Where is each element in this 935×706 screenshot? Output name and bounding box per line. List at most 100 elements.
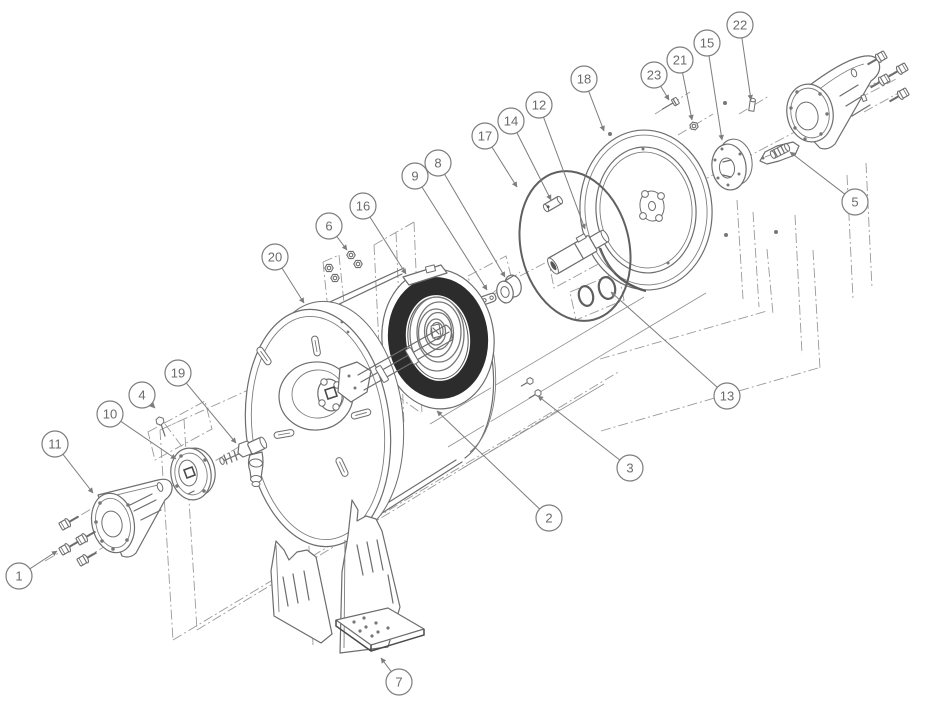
balloon-circle-12 bbox=[525, 91, 553, 119]
callout-7: 7 bbox=[380, 657, 413, 696]
balloon-number-23: 23 bbox=[647, 68, 661, 83]
callout-5: 5 bbox=[789, 151, 869, 216]
balloon-circle-21 bbox=[666, 46, 694, 74]
balloon-number-14: 14 bbox=[504, 114, 518, 129]
balloon-circle-13 bbox=[713, 382, 741, 410]
callout-17: 17 bbox=[471, 122, 518, 188]
part-oring-17 bbox=[518, 170, 632, 322]
leader-line-13 bbox=[610, 291, 718, 388]
balloon-circle-8 bbox=[424, 149, 452, 177]
balloon-circle-11 bbox=[41, 430, 69, 458]
balloon-circle-23 bbox=[640, 61, 668, 89]
balloon-circle-22 bbox=[726, 11, 754, 39]
balloon-number-20: 20 bbox=[268, 250, 282, 265]
balloon-circle-20 bbox=[261, 243, 289, 271]
balloon-number-8: 8 bbox=[434, 156, 441, 171]
balloon-number-7: 7 bbox=[395, 675, 402, 690]
part-bolt-4 bbox=[155, 416, 166, 437]
callout-12: 12 bbox=[525, 91, 586, 230]
balloon-circle-14 bbox=[497, 107, 525, 135]
part-orings-13 bbox=[577, 276, 617, 307]
leader-line-17 bbox=[491, 146, 518, 188]
leader-line-8 bbox=[444, 173, 506, 278]
callout-21: 21 bbox=[666, 46, 694, 121]
part-swivel-fitting-19 bbox=[219, 436, 268, 487]
balloon-circle-5 bbox=[841, 188, 869, 216]
balloon-circle-2 bbox=[535, 504, 563, 532]
leader-line-9 bbox=[421, 186, 488, 291]
balloon-number-1: 1 bbox=[15, 569, 22, 584]
balloon-circle-18 bbox=[570, 65, 598, 93]
callout-16: 16 bbox=[349, 192, 407, 275]
leader-line-23 bbox=[660, 85, 670, 101]
leader-line-22 bbox=[741, 37, 753, 101]
balloon-number-21: 21 bbox=[673, 53, 687, 68]
balloon-number-3: 3 bbox=[626, 461, 633, 476]
part-spring-cartridge-16 bbox=[381, 264, 495, 410]
leader-line-12 bbox=[543, 117, 586, 230]
callout-9: 9 bbox=[401, 162, 488, 291]
callout-1: 1 bbox=[5, 550, 58, 590]
balloon-circle-3 bbox=[616, 454, 644, 482]
leader-line-1 bbox=[29, 550, 58, 570]
callout-19: 19 bbox=[164, 359, 237, 444]
part-guide-arm bbox=[337, 324, 453, 403]
balloon-number-6: 6 bbox=[325, 219, 332, 234]
callout-4: 4 bbox=[128, 381, 156, 409]
part-bearing-hub-10 bbox=[170, 447, 216, 501]
callout-3: 3 bbox=[537, 395, 644, 482]
construction-lines bbox=[429, 101, 778, 469]
part-fastener-stud-22 bbox=[748, 97, 756, 112]
balloon-circle-16 bbox=[349, 192, 377, 220]
balloon-circle-7 bbox=[385, 668, 413, 696]
balloon-circle-9 bbox=[401, 162, 429, 190]
leader-line-15 bbox=[708, 55, 724, 141]
part-support-bracket-11 bbox=[90, 478, 173, 558]
part-base-bracket-7 bbox=[270, 499, 425, 654]
balloon-number-19: 19 bbox=[171, 366, 185, 381]
balloon-number-17: 17 bbox=[478, 129, 492, 144]
balloon-circle-17 bbox=[471, 122, 499, 150]
part-latch-assembly bbox=[759, 141, 800, 165]
balloon-number-10: 10 bbox=[103, 407, 117, 422]
balloon-number-13: 13 bbox=[720, 389, 734, 404]
leader-line-2 bbox=[436, 410, 540, 510]
balloon-number-12: 12 bbox=[532, 98, 546, 113]
leader-line-6 bbox=[336, 236, 348, 251]
part-bushing-8 bbox=[496, 274, 522, 304]
part-fastener-screw-23 bbox=[662, 97, 680, 110]
leader-line-3 bbox=[537, 395, 621, 461]
callout-22: 22 bbox=[726, 11, 754, 101]
part-screws-3 bbox=[520, 377, 542, 399]
callout-18: 18 bbox=[570, 65, 605, 132]
balloon-number-5: 5 bbox=[851, 195, 858, 210]
balloon-number-22: 22 bbox=[733, 18, 747, 33]
balloon-circle-15 bbox=[693, 29, 721, 57]
part-outlet-bracket-right bbox=[786, 55, 881, 150]
callout-10: 10 bbox=[96, 400, 177, 460]
leader-line-11 bbox=[62, 453, 94, 494]
callout-15: 15 bbox=[693, 29, 724, 141]
balloon-number-18: 18 bbox=[577, 72, 591, 87]
callout-14: 14 bbox=[497, 107, 552, 201]
balloon-number-9: 9 bbox=[411, 169, 418, 184]
leader-line-18 bbox=[588, 90, 605, 132]
callout-23: 23 bbox=[640, 61, 670, 101]
callout-20: 20 bbox=[261, 243, 305, 304]
callout-6: 6 bbox=[315, 212, 348, 251]
balloon-circle-10 bbox=[96, 400, 124, 428]
callout-11: 11 bbox=[41, 430, 94, 494]
balloon-circle-6 bbox=[315, 212, 343, 240]
callout-2: 2 bbox=[436, 410, 563, 532]
balloon-number-16: 16 bbox=[356, 199, 370, 214]
part-shaft-12 bbox=[547, 229, 610, 275]
leader-line-10 bbox=[120, 420, 177, 460]
part-pin-14 bbox=[542, 195, 564, 213]
leader-line-5 bbox=[789, 151, 846, 195]
leader-line-19 bbox=[185, 382, 237, 444]
balloon-circle-4 bbox=[128, 381, 156, 409]
leader-line-16 bbox=[369, 216, 407, 275]
callout-13: 13 bbox=[610, 291, 741, 410]
